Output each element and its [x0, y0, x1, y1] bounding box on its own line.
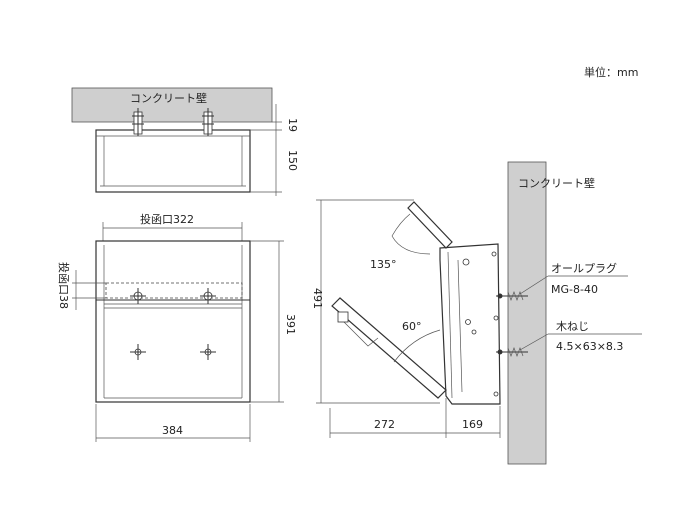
side-view: コンクリート壁 135° 60° — [311, 161, 642, 465]
dim-19: 19 — [286, 118, 299, 132]
front-slot-dashed — [105, 282, 243, 299]
dim-angle-135: 135° — [370, 258, 397, 271]
part-plug-name: オールプラグ — [551, 261, 617, 275]
side-lower-door — [331, 297, 447, 399]
side-wall-label: コンクリート壁 — [518, 176, 595, 190]
dim-169: 169 — [462, 418, 483, 431]
dim-272: 272 — [374, 418, 395, 431]
dim-384: 384 — [162, 424, 183, 437]
part-screw-size: 4.5×63×8.3 — [556, 340, 623, 353]
front-fixing-upper-right — [200, 288, 216, 304]
top-view-body — [95, 129, 251, 193]
top-fixing-left — [132, 108, 144, 136]
part-plug-code: MG-8-40 — [551, 283, 598, 296]
side-upper-lid — [407, 201, 453, 249]
dim-slot-width: 投函口322 — [140, 212, 194, 226]
front-view-body — [95, 240, 251, 403]
top-fixing-right — [202, 108, 214, 136]
part-screw-name: 木ねじ — [556, 320, 589, 333]
front-view: 投函口322 — [57, 212, 297, 442]
front-fixing-lower-right — [200, 344, 216, 360]
unit-label: 単位：mm — [584, 65, 638, 79]
dim-angle-60: 60° — [402, 320, 422, 333]
front-fixing-lower-left — [130, 344, 146, 360]
front-fixing-upper-left — [130, 288, 146, 304]
top-wall-label: コンクリート壁 — [130, 91, 207, 105]
top-wall-block — [71, 87, 273, 123]
dim-150: 150 — [286, 150, 299, 171]
dim-391: 391 — [284, 314, 297, 335]
side-wall-block — [507, 161, 547, 465]
top-view: コンクリート壁 19 150 — [71, 87, 299, 196]
dim-491: 491 — [311, 288, 324, 309]
dim-slot-height: 投函口38 — [57, 262, 71, 309]
